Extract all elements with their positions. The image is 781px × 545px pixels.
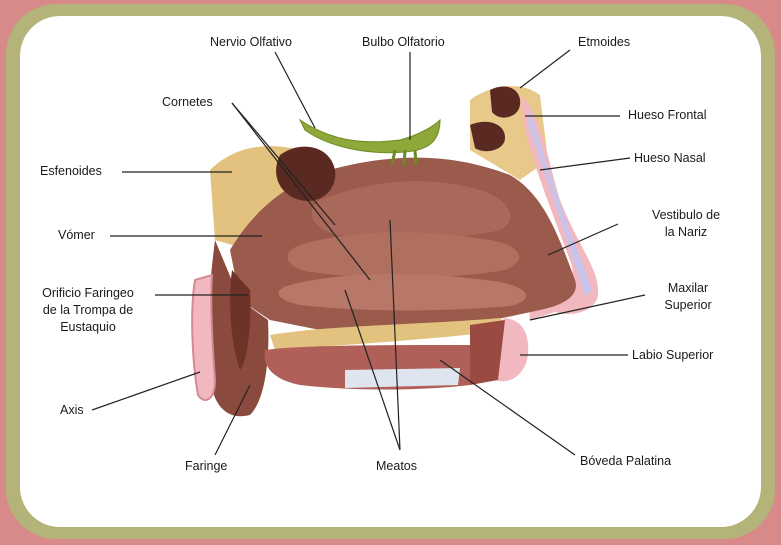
label-maxilar-line2: Superior (648, 297, 728, 314)
label-esfenoides: Esfenoides (40, 163, 102, 180)
label-labio-superior: Labio Superior (632, 347, 713, 364)
label-orificio-line3: Eustaquio (22, 319, 154, 336)
label-orificio-faringeo: Orificio Faringeo de la Trompa de Eustaq… (22, 285, 154, 336)
label-vestibulo-line1: Vestibulo de (636, 207, 736, 224)
olfactory-nerve (300, 120, 440, 153)
label-faringe: Faringe (185, 458, 227, 475)
axis-vertebra (192, 275, 215, 400)
frontal-sinus (490, 86, 520, 117)
label-cornetes: Cornetes (162, 94, 213, 111)
label-orificio-line1: Orificio Faringeo (22, 285, 154, 302)
teeth (345, 368, 460, 388)
label-vestibulo-line2: la Nariz (636, 224, 736, 241)
label-bulbo-olfatorio: Bulbo Olfatorio (362, 34, 445, 51)
label-etmoides: Etmoides (578, 34, 630, 51)
label-maxilar-superior: Maxilar Superior (648, 280, 728, 314)
label-nervio-olfativo: Nervio Olfativo (210, 34, 292, 51)
label-axis: Axis (60, 402, 84, 419)
label-boveda-palatina: Bóveda Palatina (580, 453, 671, 470)
label-meatos: Meatos (376, 458, 417, 475)
label-hueso-nasal: Hueso Nasal (634, 150, 706, 167)
label-hueso-frontal: Hueso Frontal (628, 107, 707, 124)
label-maxilar-line1: Maxilar (648, 280, 728, 297)
label-vestibulo: Vestibulo de la Nariz (636, 207, 736, 241)
label-orificio-line2: de la Trompa de (22, 302, 154, 319)
label-vomer: Vómer (58, 227, 95, 244)
